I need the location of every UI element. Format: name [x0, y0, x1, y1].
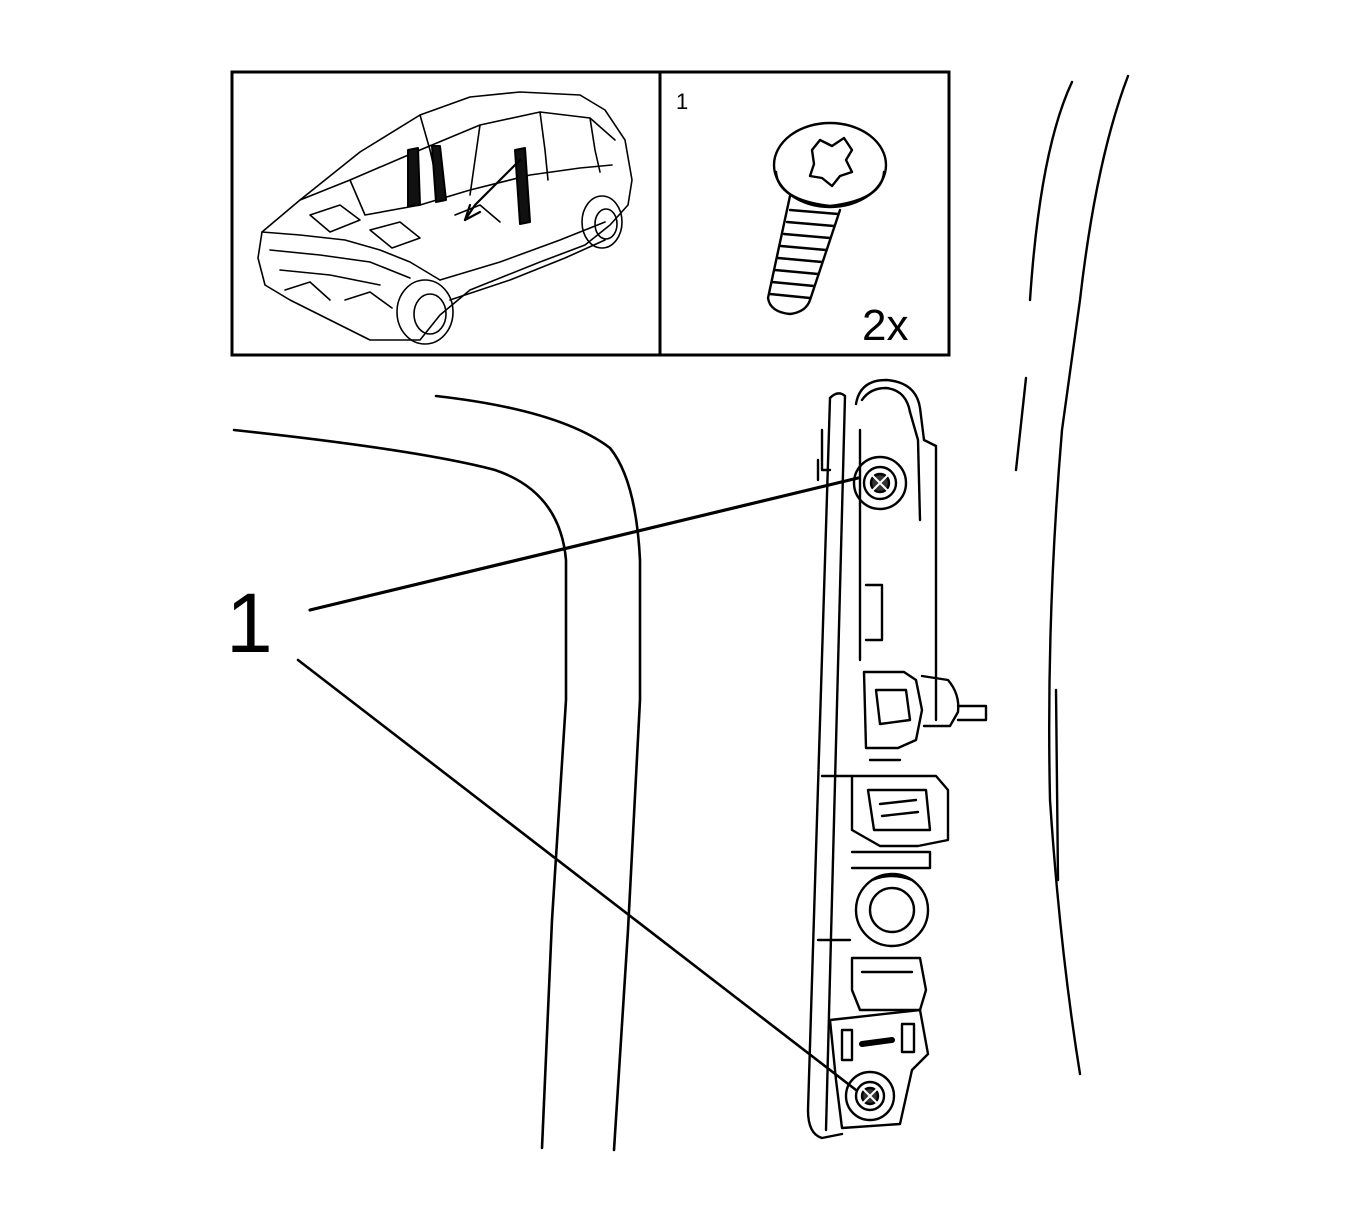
main-callout-number: 1 — [226, 576, 273, 670]
inset-panels — [230, 70, 951, 357]
leader-line-upper — [308, 476, 860, 612]
screw-quantity: 2x — [862, 301, 908, 350]
door-frame-outline — [232, 394, 642, 1152]
leader-line-lower — [296, 658, 858, 1092]
body-panel-outline — [1014, 74, 1130, 1076]
callout-leader-lines — [296, 476, 860, 1092]
torx-screw-icon — [766, 121, 888, 316]
inset-callout-number: 1 — [676, 89, 688, 114]
door-bracket-assembly — [806, 378, 988, 1140]
vehicle-wireframe-icon — [257, 91, 633, 345]
